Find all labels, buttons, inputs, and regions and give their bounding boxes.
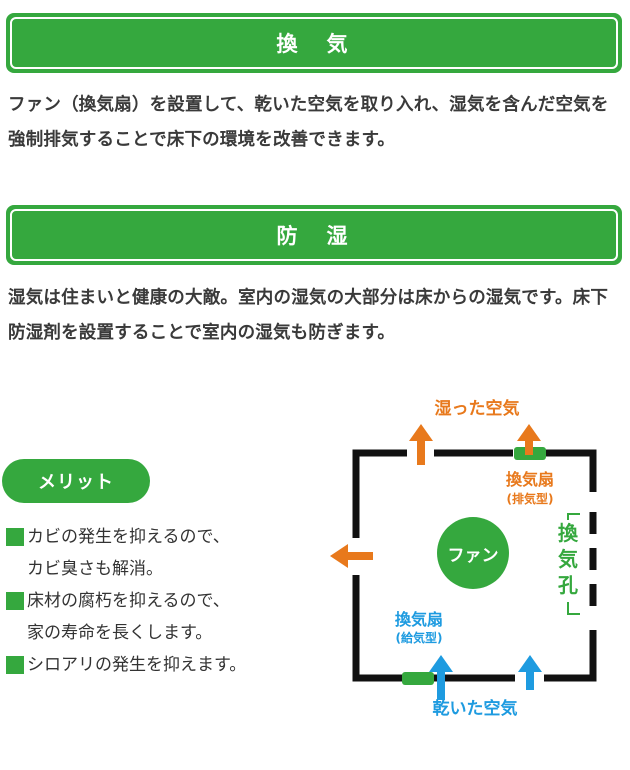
intake-air-label: 乾いた空気 — [433, 698, 518, 719]
dampproof-description: 湿気は住まいと健康の大敵。室内の湿気の大部分は床からの湿気です。床下防湿剤を設置… — [8, 288, 609, 343]
merit-badge: メリット — [2, 459, 150, 503]
crawl-space-outline — [352, 449, 597, 682]
merit-item-text: シロアリの発生を抑えます。 — [27, 655, 247, 675]
ventilation-heading: 換 気 — [10, 17, 618, 69]
merit-list: カビの発生を抑えるので、 カビ臭さも解消。 床材の腐朽を抑えるので、 家の寿命を… — [6, 521, 326, 681]
vent-hole-label: 換気孔 — [558, 521, 579, 597]
exhaust-fan-label: 換気扇 — [506, 470, 554, 489]
outline-bottom-left — [352, 575, 405, 682]
green-square-bullet-icon — [6, 528, 24, 546]
outline-top-left — [352, 449, 407, 538]
exhaust-arrow-left-icon — [330, 544, 373, 568]
intake-fan-marker-icon — [402, 672, 434, 685]
intake-arrow-up-icon — [518, 655, 542, 690]
merit-item-text: 床材の腐朽を抑えるので、 家の寿命を長くします。 — [27, 591, 230, 643]
vent-hole-bracket — [567, 513, 580, 615]
exhaust-fan-marker-icon — [514, 447, 546, 460]
dampproof-heading: 防 湿 — [10, 209, 618, 261]
merit-item-text: カビの発生を抑えるので、 カビ臭さも解消。 — [27, 527, 230, 579]
ventilation-description: ファン（換気扇）を設置して、乾いた空気を取り入れ、湿気を含んだ空気を強制排気する… — [8, 95, 609, 150]
intake-fan-type: (給気型) — [396, 630, 443, 645]
dampproof-heading-band: 防 湿 — [6, 205, 622, 265]
merit-item: シロアリの発生を抑えます。 — [6, 649, 326, 681]
exhaust-arrow-up-icon — [517, 424, 541, 455]
merit-item: 床材の腐朽を抑えるので、 家の寿命を長くします。 — [6, 585, 326, 649]
intake-arrow-up-icon — [429, 655, 453, 700]
ventilation-heading-band: 換 気 — [6, 13, 622, 73]
fan-circle-icon — [437, 517, 509, 589]
green-square-bullet-icon — [6, 592, 24, 610]
outline-top-right — [544, 449, 597, 492]
exhaust-fan-type: (排気型) — [507, 491, 554, 506]
green-square-bullet-icon — [6, 656, 24, 674]
exhaust-air-label: 湿った空気 — [435, 398, 520, 419]
intake-fan-label: 換気扇 — [395, 610, 443, 629]
exhaust-arrow-up-icon — [409, 424, 433, 465]
fan-label: ファン — [448, 546, 499, 566]
merit-item: カビの発生を抑えるので、 カビ臭さも解消。 — [6, 521, 326, 585]
outline-bottom-right — [544, 630, 597, 682]
